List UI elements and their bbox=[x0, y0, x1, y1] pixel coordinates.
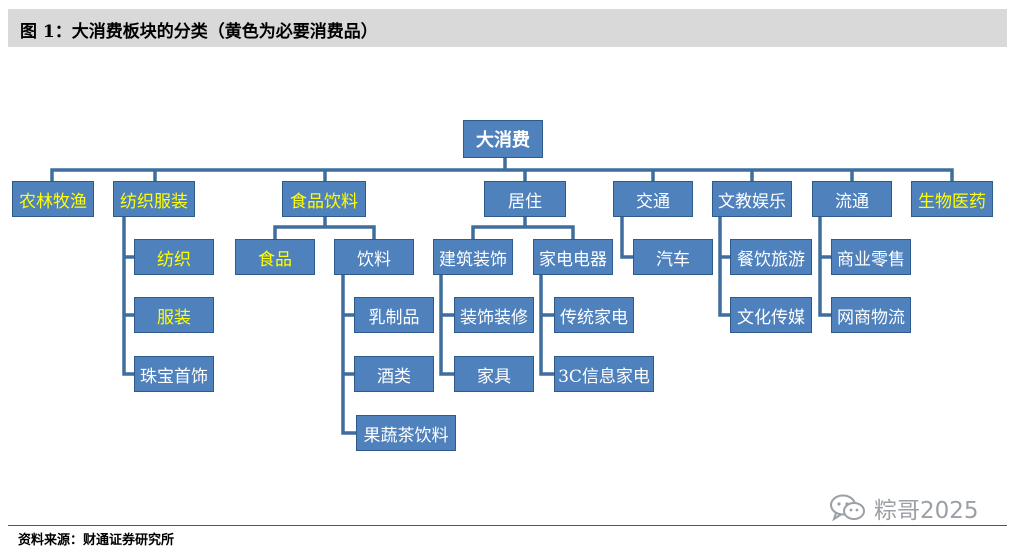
wechat-icon bbox=[830, 494, 865, 522]
node-fruit-tea-drinks: 果蔬茶饮料 bbox=[356, 415, 456, 451]
node-jewelry: 珠宝首饰 bbox=[134, 356, 214, 392]
node-biomedicine: 生物医药 bbox=[911, 181, 993, 217]
source-note: 资料来源：财通证券研究所 bbox=[18, 533, 175, 548]
watermark: 粽哥2025 bbox=[828, 490, 979, 526]
node-housing: 居住 bbox=[484, 181, 566, 217]
node-textile-apparel: 纺织服装 bbox=[113, 181, 195, 217]
node-dairy: 乳制品 bbox=[354, 297, 434, 333]
node-beverage: 饮料 bbox=[334, 239, 414, 275]
node-food: 食品 bbox=[235, 239, 315, 275]
figure-title: 图 1：大消费板块的分类（黄色为必要消费品） bbox=[20, 22, 378, 42]
node-3c-appliances: 3C信息家电 bbox=[554, 356, 654, 392]
node-ecommerce-logistics: 网商物流 bbox=[831, 297, 911, 333]
node-building-decoration: 建筑装饰 bbox=[433, 239, 513, 275]
title-bar: 图 1：大消费板块的分类（黄色为必要消费品） bbox=[8, 9, 1007, 47]
node-textile: 纺织 bbox=[134, 239, 214, 275]
node-catering-tourism: 餐饮旅游 bbox=[730, 239, 812, 275]
node-circulation: 流通 bbox=[812, 181, 892, 217]
node-home-appliances: 家电电器 bbox=[533, 239, 613, 275]
node-root: 大消费 bbox=[463, 120, 543, 158]
node-agriculture: 农林牧渔 bbox=[12, 181, 94, 217]
footer-rule bbox=[8, 525, 1007, 526]
node-food-beverage: 食品饮料 bbox=[282, 181, 366, 217]
node-transport: 交通 bbox=[613, 181, 693, 217]
node-liquor: 酒类 bbox=[354, 356, 434, 392]
node-renovation: 装饰装修 bbox=[454, 297, 534, 333]
node-furniture: 家具 bbox=[454, 356, 534, 392]
node-traditional-appliances: 传统家电 bbox=[554, 297, 634, 333]
node-retail: 商业零售 bbox=[831, 239, 911, 275]
node-automobile: 汽车 bbox=[633, 239, 713, 275]
node-culture-media: 文化传媒 bbox=[730, 297, 812, 333]
node-culture-entertainment: 文教娱乐 bbox=[712, 181, 792, 217]
watermark-text: 粽哥2025 bbox=[874, 498, 979, 524]
node-apparel: 服装 bbox=[134, 297, 214, 333]
